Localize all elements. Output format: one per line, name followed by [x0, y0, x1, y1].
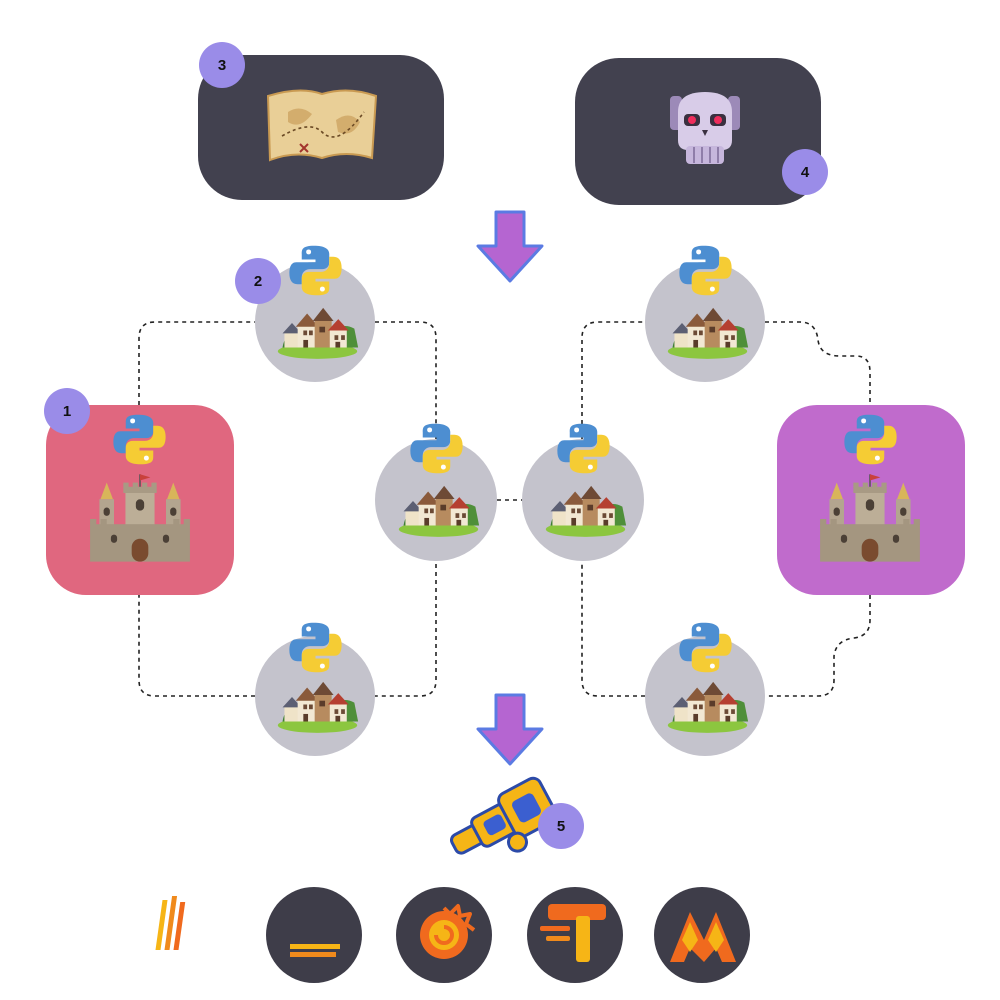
loki-logo-icon — [155, 887, 362, 983]
mimir-logo-icon — [654, 887, 750, 983]
badge-5 — [538, 803, 584, 849]
village-node-mid-left — [375, 423, 497, 561]
robot-skull-icon — [670, 92, 740, 164]
badge-1-label: 1 — [63, 403, 71, 420]
arrow-down-top — [476, 210, 544, 283]
connectors-right — [581, 321, 871, 697]
castle-icon — [819, 473, 921, 563]
castle-right-node — [777, 405, 965, 595]
badge-4-label: 4 — [801, 164, 810, 181]
castle-icon — [89, 473, 191, 563]
badge-4 — [782, 149, 828, 195]
village-node-mid-right — [522, 423, 644, 561]
badge-5-label: 5 — [557, 818, 565, 835]
arrow-down-bottom — [476, 693, 544, 766]
village-node-bottom-left — [255, 622, 375, 756]
village-node-top-left — [255, 245, 375, 382]
village-node-bottom-right — [645, 622, 765, 756]
badge-3-label: 3 — [218, 57, 226, 74]
treasure-map-icon — [266, 89, 378, 162]
connectors-left — [138, 321, 523, 697]
badge-3 — [199, 42, 245, 88]
badge-2-label: 2 — [254, 273, 262, 290]
badge-1 — [44, 388, 90, 434]
tempo-logo-icon — [527, 887, 623, 983]
village-node-top-right — [645, 245, 765, 382]
castle-left-node — [46, 405, 234, 595]
badge-2 — [235, 258, 281, 304]
grafana-logo-icon — [396, 887, 492, 983]
